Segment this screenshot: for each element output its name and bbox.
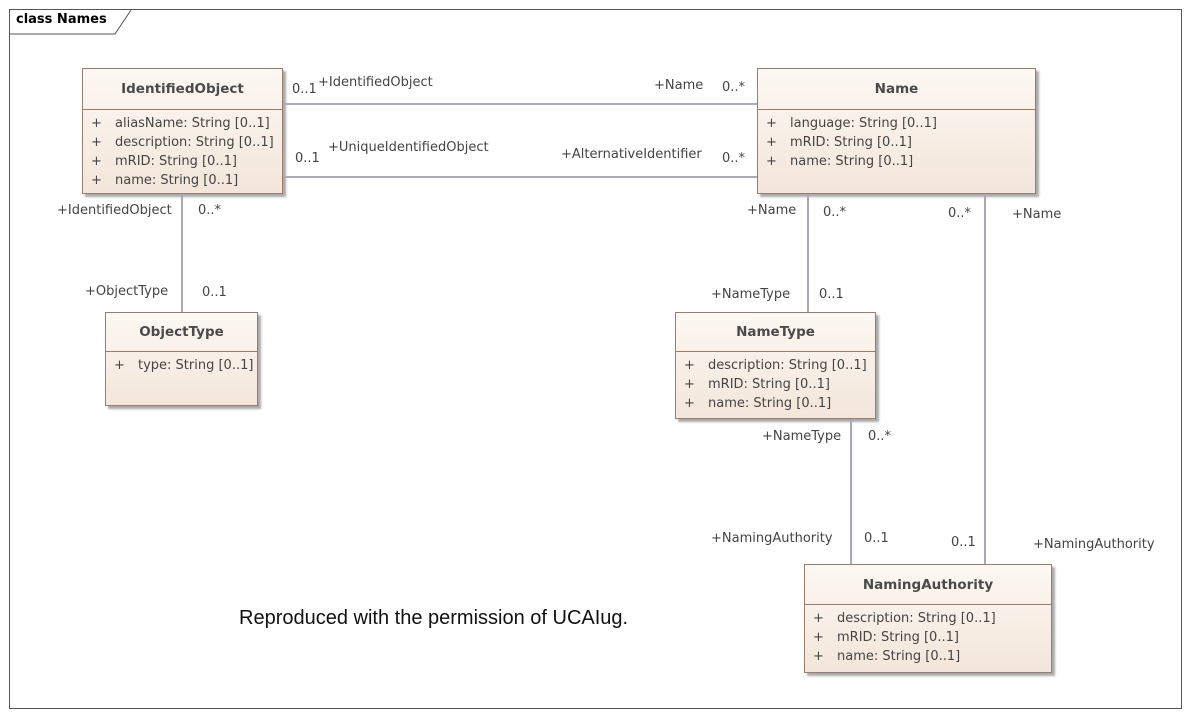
attribute: +mRID: String [0..1] [813,630,959,645]
class-object-type[interactable]: ObjectType +type: String [0..1] [105,312,258,406]
attribute: +mRID: String [0..1] [766,135,912,150]
role-label: +NamingAuthority [711,531,833,546]
role-label: +NameType [711,287,791,302]
multiplicity-label: 0..* [823,205,847,220]
class-name-box[interactable]: Name +language: String [0..1] +mRID: Str… [757,68,1036,194]
role-label: +Name [1012,207,1062,222]
multiplicity-label: 0..* [948,206,972,221]
diagram-title: class Names [16,12,107,27]
multiplicity-label: 0..1 [864,531,889,546]
class-name: NameType [676,313,875,352]
attribute: +description: String [0..1] [813,611,996,626]
role-label: +ObjectType [85,284,169,299]
multiplicity-label: 0..* [722,80,746,95]
multiplicity-label: 0..* [722,151,746,166]
role-label: +AlternativeIdentifier [561,147,702,162]
multiplicity-label: 0..1 [295,151,320,166]
role-label: +IdentifiedObject [57,203,172,218]
attribute-list: +description: String [0..1] +mRID: Strin… [805,605,1051,666]
attribute: +description: String [0..1] [684,358,867,373]
attribute: +name: String [0..1] [684,396,832,411]
role-label: +NameType [762,429,842,444]
class-name: Name [758,69,1035,110]
attribute-list: +aliasName: String [0..1] +description: … [83,110,282,190]
attribute: +language: String [0..1] [766,116,937,131]
role-label: +Name [747,203,797,218]
multiplicity-label: 0..1 [951,535,976,550]
attribute: +mRID: String [0..1] [91,154,237,169]
role-label: +Name [654,78,704,93]
attribute-list: +description: String [0..1] +mRID: Strin… [676,352,875,413]
multiplicity-label: 0..* [868,429,892,444]
class-name: ObjectType [106,313,257,352]
permission-note: Reproduced with the permission of UCAIug… [239,607,629,629]
class-naming-authority[interactable]: NamingAuthority +description: String [0.… [804,564,1052,673]
attribute: +name: String [0..1] [766,154,914,169]
role-label: +UniqueIdentifiedObject [328,140,489,155]
multiplicity-label: 0..1 [202,285,227,300]
attribute: +description: String [0..1] [91,135,274,150]
attribute: +aliasName: String [0..1] [91,116,270,131]
attribute: +name: String [0..1] [813,649,961,664]
class-name-type[interactable]: NameType +description: String [0..1] +mR… [675,312,876,419]
multiplicity-label: 0..1 [819,287,844,302]
diagram-frame [9,9,1182,709]
attribute-list: +type: String [0..1] [106,352,257,375]
attribute: +type: String [0..1] [114,358,254,373]
multiplicity-label: 0..* [198,203,222,218]
role-label: +NamingAuthority [1033,537,1155,552]
multiplicity-label: 0..1 [292,82,317,97]
attribute-list: +language: String [0..1] +mRID: String [… [758,110,1035,171]
class-identified-object[interactable]: IdentifiedObject +aliasName: String [0..… [82,68,283,194]
class-name: NamingAuthority [805,565,1051,605]
class-name: IdentifiedObject [83,69,282,110]
attribute: +mRID: String [0..1] [684,377,830,392]
role-label: +IdentifiedObject [318,75,433,90]
attribute: +name: String [0..1] [91,173,239,188]
